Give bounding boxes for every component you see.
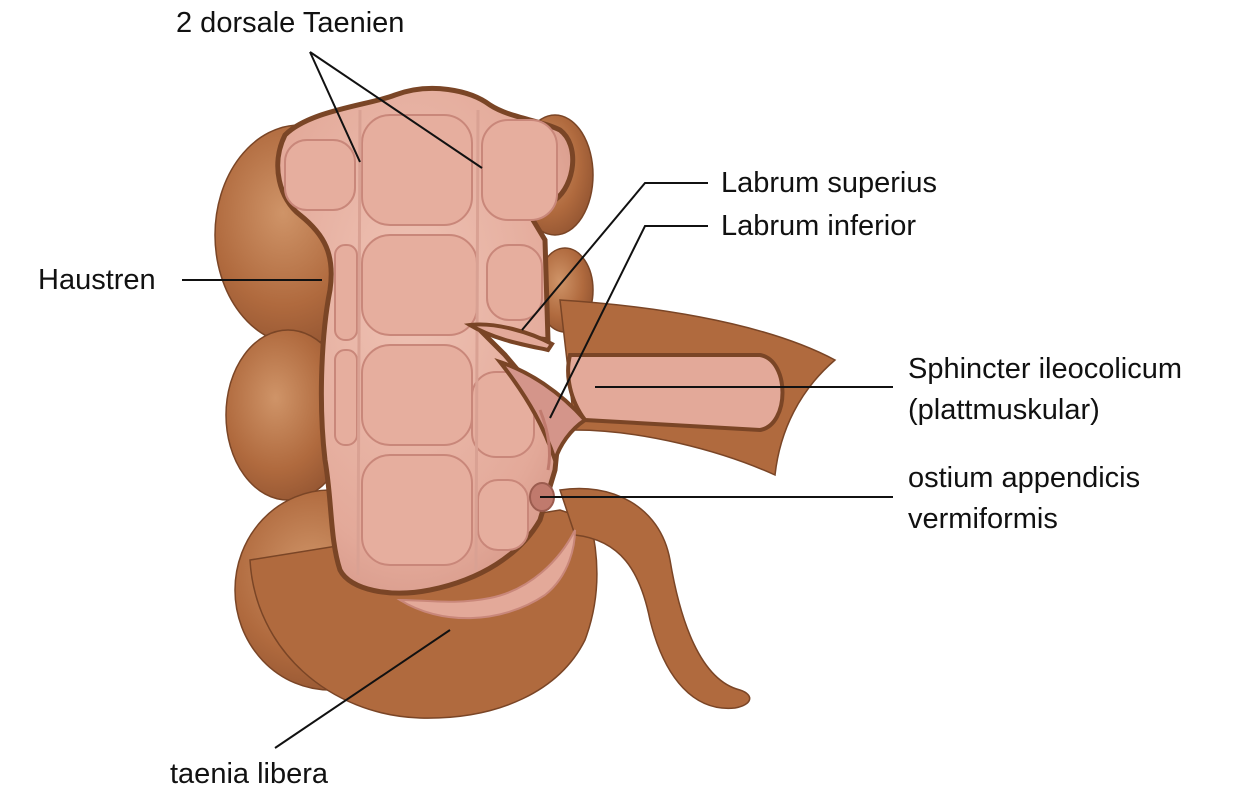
taenia-libera-shape: [396, 529, 576, 620]
leader-labrum-superius: [521, 182, 708, 331]
label-labrum-inferior: Labrum inferior: [721, 210, 917, 242]
valve-fold: [538, 409, 552, 471]
labrum-superius-shape: [463, 322, 555, 353]
labrum-inferior-shape: [494, 357, 589, 467]
label-dorsal-taeniae: 2 dorsale Taenien: [176, 7, 405, 39]
label-haustra: Haustren: [38, 264, 156, 296]
haustral-pouch: [334, 349, 358, 446]
label-sphincter-line2: (plattmuskular): [908, 394, 1100, 426]
leader-dorsal-taenia-2: [309, 51, 483, 169]
haustral-pouch: [284, 139, 356, 211]
appendix: [559, 487, 751, 710]
leader-labrum-inferior: [549, 225, 708, 419]
haustral-pouch: [361, 344, 473, 446]
label-ostium-line1: ostium appendicis: [908, 462, 1141, 494]
dorsal-taenia: [356, 109, 362, 576]
label-labrum-superius: Labrum superius: [721, 167, 937, 199]
leader-lines: [182, 51, 893, 749]
haustral-pouch: [334, 244, 358, 341]
haustral-pouch: [361, 234, 478, 336]
label-sphincter-line1: Sphincter ileocolicum: [908, 353, 1183, 385]
ileum-lumen: [566, 353, 785, 433]
haustral-pouch: [361, 114, 473, 226]
leader-taenia-libera: [274, 629, 451, 749]
dorsal-taenia: [474, 109, 480, 571]
label-ostium-line2: vermiformis: [908, 503, 1058, 535]
haustral-pouch: [486, 244, 543, 321]
label-taenia-libera: taenia libera: [170, 758, 328, 790]
leader-dorsal-taenia-1: [309, 51, 361, 163]
haustral-pouch: [361, 454, 473, 566]
haustral-pouch: [477, 479, 529, 551]
haustral-pouch: [481, 119, 558, 221]
opened-lumen: [275, 85, 589, 620]
